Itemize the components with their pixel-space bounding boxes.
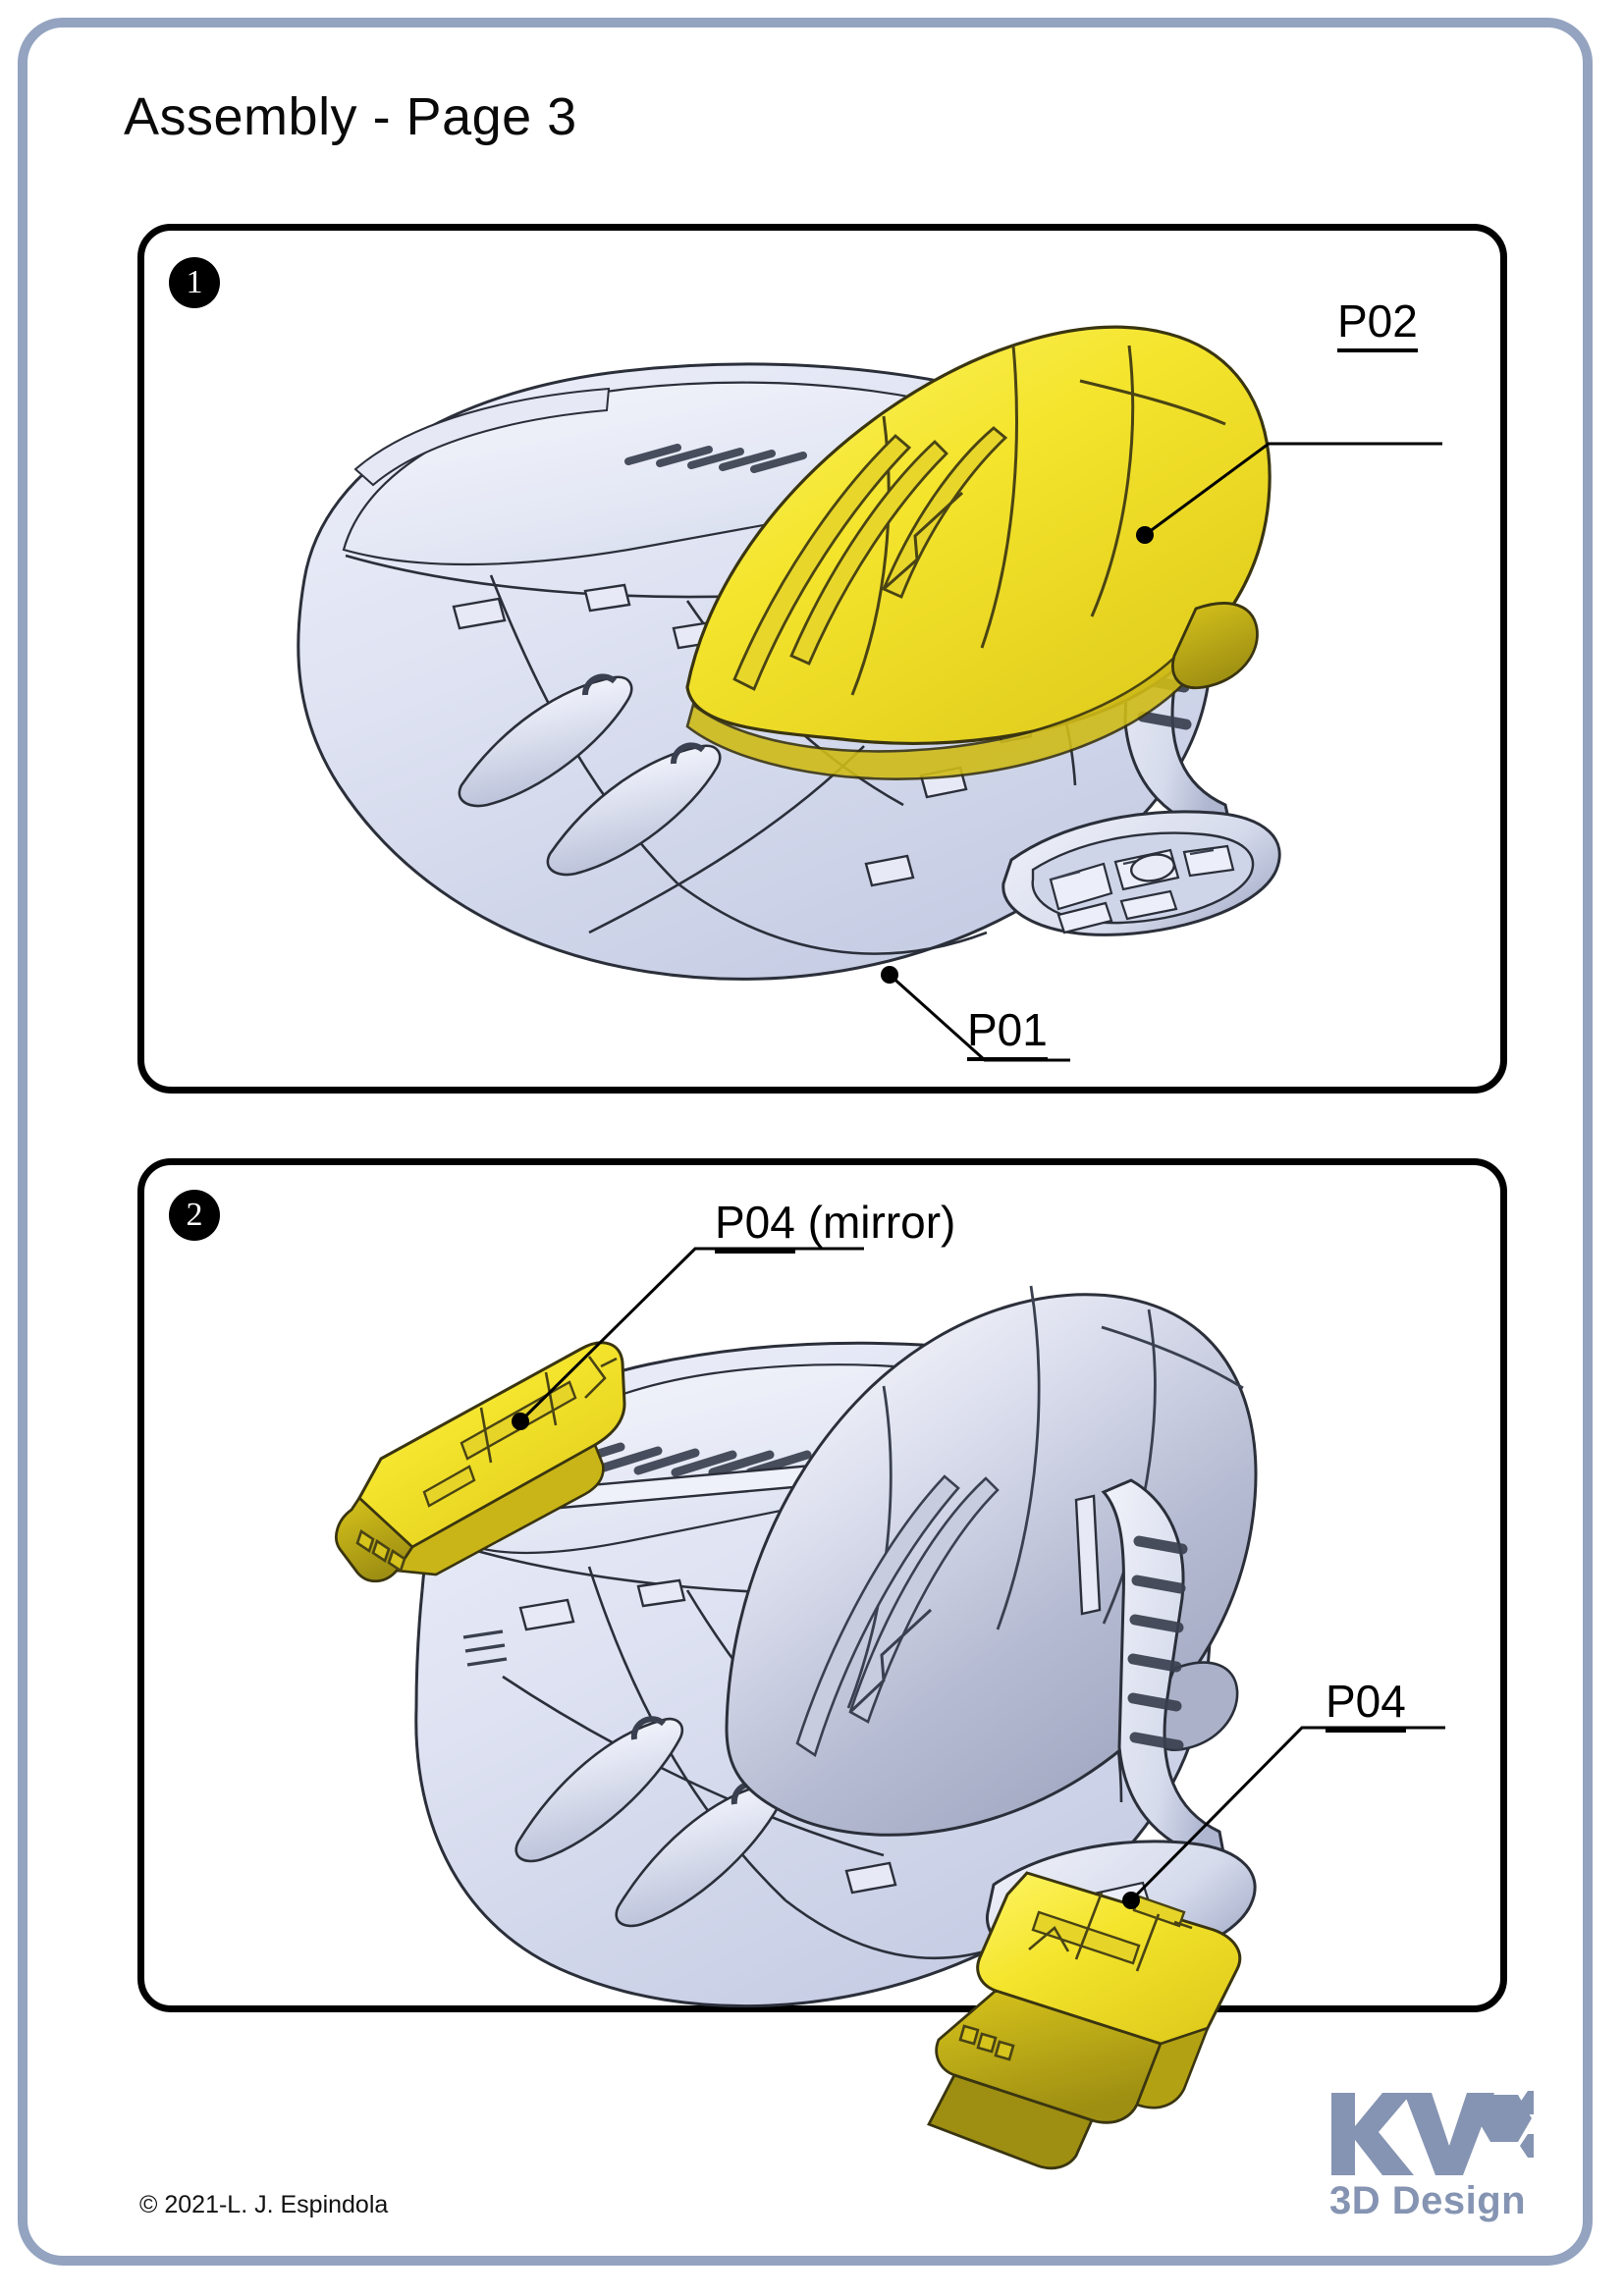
hexagon-large-icon xyxy=(1477,2095,1532,2142)
page-title: Assembly - Page 3 xyxy=(124,87,577,146)
hexagon-small-top-icon xyxy=(1520,2091,1534,2114)
callout-text-p01: P01 xyxy=(967,1004,1048,1061)
callout-label-p01: P01 xyxy=(967,1003,1048,1061)
hexagon-small-bottom-icon xyxy=(1520,2134,1534,2158)
callout-text-p04-mirror: P04 xyxy=(715,1197,795,1254)
callout-text-p02: P02 xyxy=(1337,295,1418,352)
callout-label-p04: P04 xyxy=(1326,1675,1406,1733)
step-2-badge: 2 xyxy=(169,1190,220,1241)
step-2-panel xyxy=(137,1158,1507,2012)
callout-text-p04: P04 xyxy=(1326,1676,1406,1733)
callout-label-p04-mirror: P04 (mirror) xyxy=(715,1196,956,1254)
logo-kv-3d-design: 3D Design xyxy=(1327,2089,1534,2231)
step-1-panel xyxy=(137,224,1507,1094)
logo-kv-mark xyxy=(1331,2091,1534,2175)
callout-label-p02: P02 xyxy=(1337,294,1418,352)
logo-tagline: 3D Design xyxy=(1329,2179,1527,2222)
callout-suffix-mirror: (mirror) xyxy=(794,1197,956,1248)
copyright-text: © 2021-L. J. Espindola xyxy=(139,2191,389,2218)
step-1-badge: 1 xyxy=(169,257,220,308)
